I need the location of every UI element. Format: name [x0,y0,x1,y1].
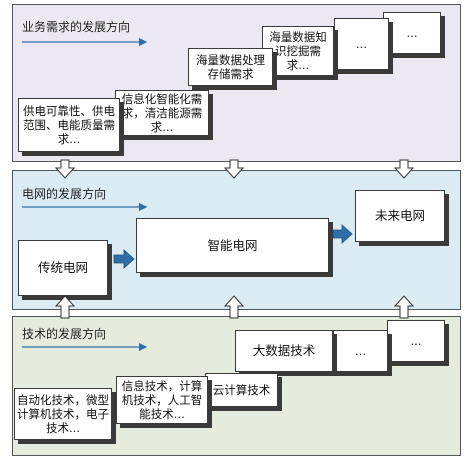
tech-box-1: 自动化技术，微型计算机技术，电子技术... [14,388,112,440]
tech-box-3: 云计算技术 [205,373,278,407]
tech-box-6: ... [387,320,445,362]
grid-box-traditional: 传统电网 [18,240,108,296]
tech-box-2: 信息技术，计算机技术，人工智能技术... [116,376,208,424]
grid-box-future: 未来电网 [355,190,445,242]
tech-title: 技术的发展方向 [22,327,107,341]
demand-box-1: 供电可靠性、供电范围、电能质量需求... [18,98,120,152]
demand-box-5: ... [334,18,389,70]
demand-box-2: 信息化智能化需求，清洁能源需求... [115,90,209,136]
demand-box-3: 海量数据处理存储需求 [188,48,273,86]
grid-box-smart: 智能电网 [136,218,329,273]
tech-box-4: 大数据技术 [235,330,333,372]
tech-box-5: ... [333,330,388,372]
demand-box-6: ... [383,12,441,54]
grid-title: 电网的发展方向 [22,187,107,201]
demand-title: 业务需求的发展方向 [22,20,131,34]
demand-box-4: 海量数据知识挖掘需求... [262,26,334,76]
